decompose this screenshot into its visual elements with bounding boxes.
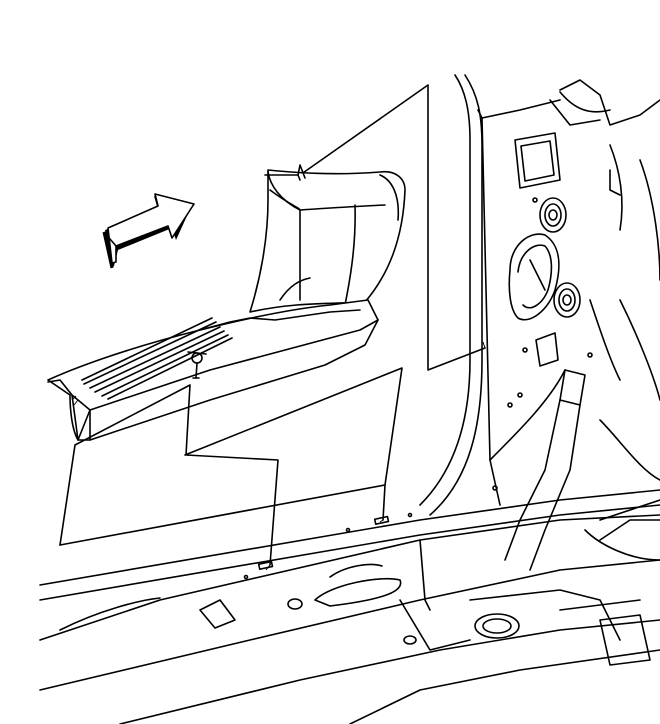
vehicle-door-frame <box>419 74 660 571</box>
direction-arrow-icon <box>102 193 195 269</box>
door-frame-details <box>492 132 593 491</box>
vehicle-floor-and-rocker <box>39 489 660 724</box>
callout-lines <box>59 84 486 580</box>
sill-plate-part <box>47 164 406 441</box>
